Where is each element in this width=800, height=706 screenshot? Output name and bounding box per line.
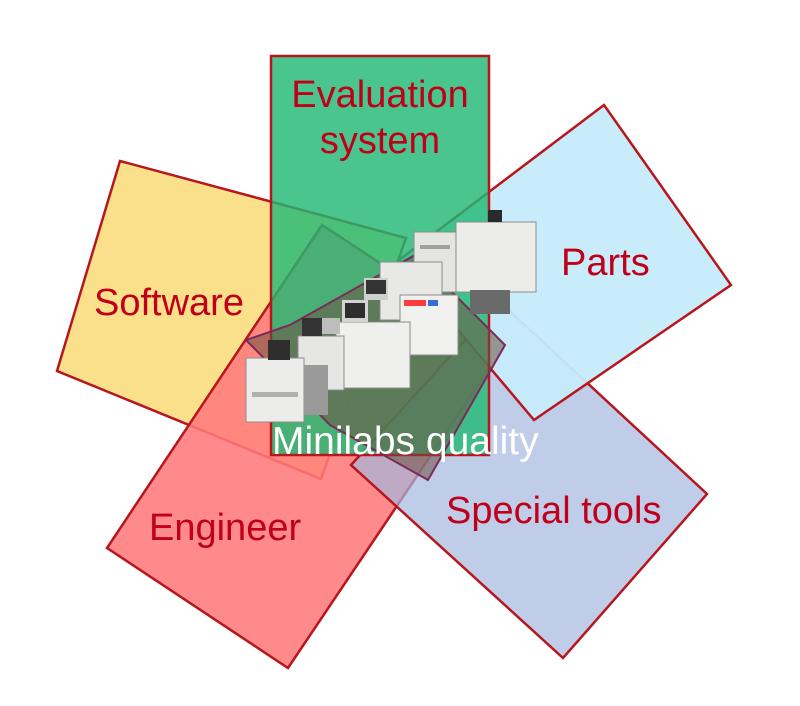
label-evaluation-line1: Evaluation: [291, 74, 469, 116]
label-software: Software: [94, 282, 244, 324]
minilab-machine: [245, 340, 328, 423]
label-parts: Parts: [561, 242, 650, 284]
minilab-machine: [413, 210, 537, 314]
minilab-machines-photo: [245, 210, 537, 423]
label-evaluation-line2: system: [319, 120, 441, 163]
label-evaluation-system: Evaluation system: [271, 72, 489, 165]
label-engineer: Engineer: [149, 507, 302, 549]
label-special-tools: Special tools: [446, 490, 662, 532]
label-minilabs-quality: Minilabs quality: [272, 420, 539, 463]
